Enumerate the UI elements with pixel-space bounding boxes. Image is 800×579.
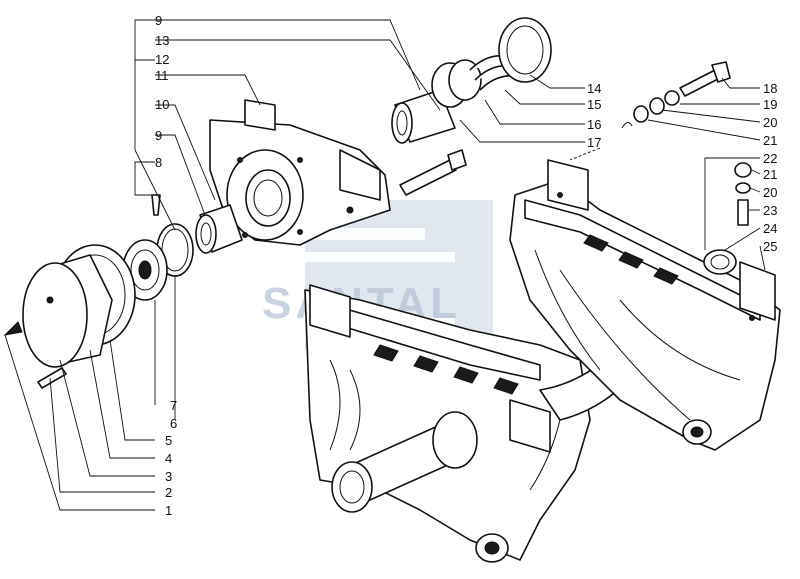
label-14: 14 — [587, 81, 601, 96]
stud-23-set — [734, 162, 752, 226]
label-7: 7 — [170, 398, 177, 413]
label-6: 6 — [170, 416, 177, 431]
label-8: 8 — [155, 155, 162, 170]
king-pin-stack — [391, 17, 552, 144]
label-18: 18 — [763, 81, 777, 96]
label-24: 24 — [763, 221, 777, 236]
label-3: 3 — [165, 469, 172, 484]
label-16: 16 — [587, 117, 601, 132]
label-10: 10 — [155, 97, 169, 112]
label-22: 22 — [763, 151, 777, 166]
bolt-18-set — [621, 61, 731, 129]
main-carrier-housing — [304, 284, 591, 563]
label-21-lower: 21 — [763, 167, 777, 182]
bushing — [195, 204, 243, 254]
label-2: 2 — [165, 485, 172, 500]
label-9-mid: 9 — [155, 128, 162, 143]
leader-lines — [4, 19, 766, 511]
right-bracket-housing — [509, 159, 781, 451]
label-4: 4 — [165, 451, 172, 466]
label-12: 12 — [155, 52, 169, 67]
label-20-lower: 20 — [763, 185, 777, 200]
label-1: 1 — [165, 503, 172, 518]
label-17: 17 — [587, 135, 601, 150]
flange-housing — [209, 99, 391, 246]
label-15: 15 — [587, 97, 601, 112]
label-9-top: 9 — [155, 13, 162, 28]
label-13: 13 — [155, 33, 169, 48]
label-21-top: 21 — [763, 133, 777, 148]
label-5: 5 — [165, 433, 172, 448]
grease-nipple — [3, 321, 23, 336]
label-11: 11 — [155, 68, 169, 83]
end-cover — [22, 254, 113, 368]
part-labels: 9 13 12 11 10 9 8 7 6 5 4 3 2 1 14 15 16… — [155, 13, 777, 518]
cover-bolt — [37, 367, 67, 389]
label-20-top: 20 — [763, 115, 777, 130]
long-bolt — [399, 159, 457, 196]
label-25: 25 — [763, 239, 777, 254]
label-19: 19 — [763, 97, 777, 112]
label-23: 23 — [763, 203, 777, 218]
